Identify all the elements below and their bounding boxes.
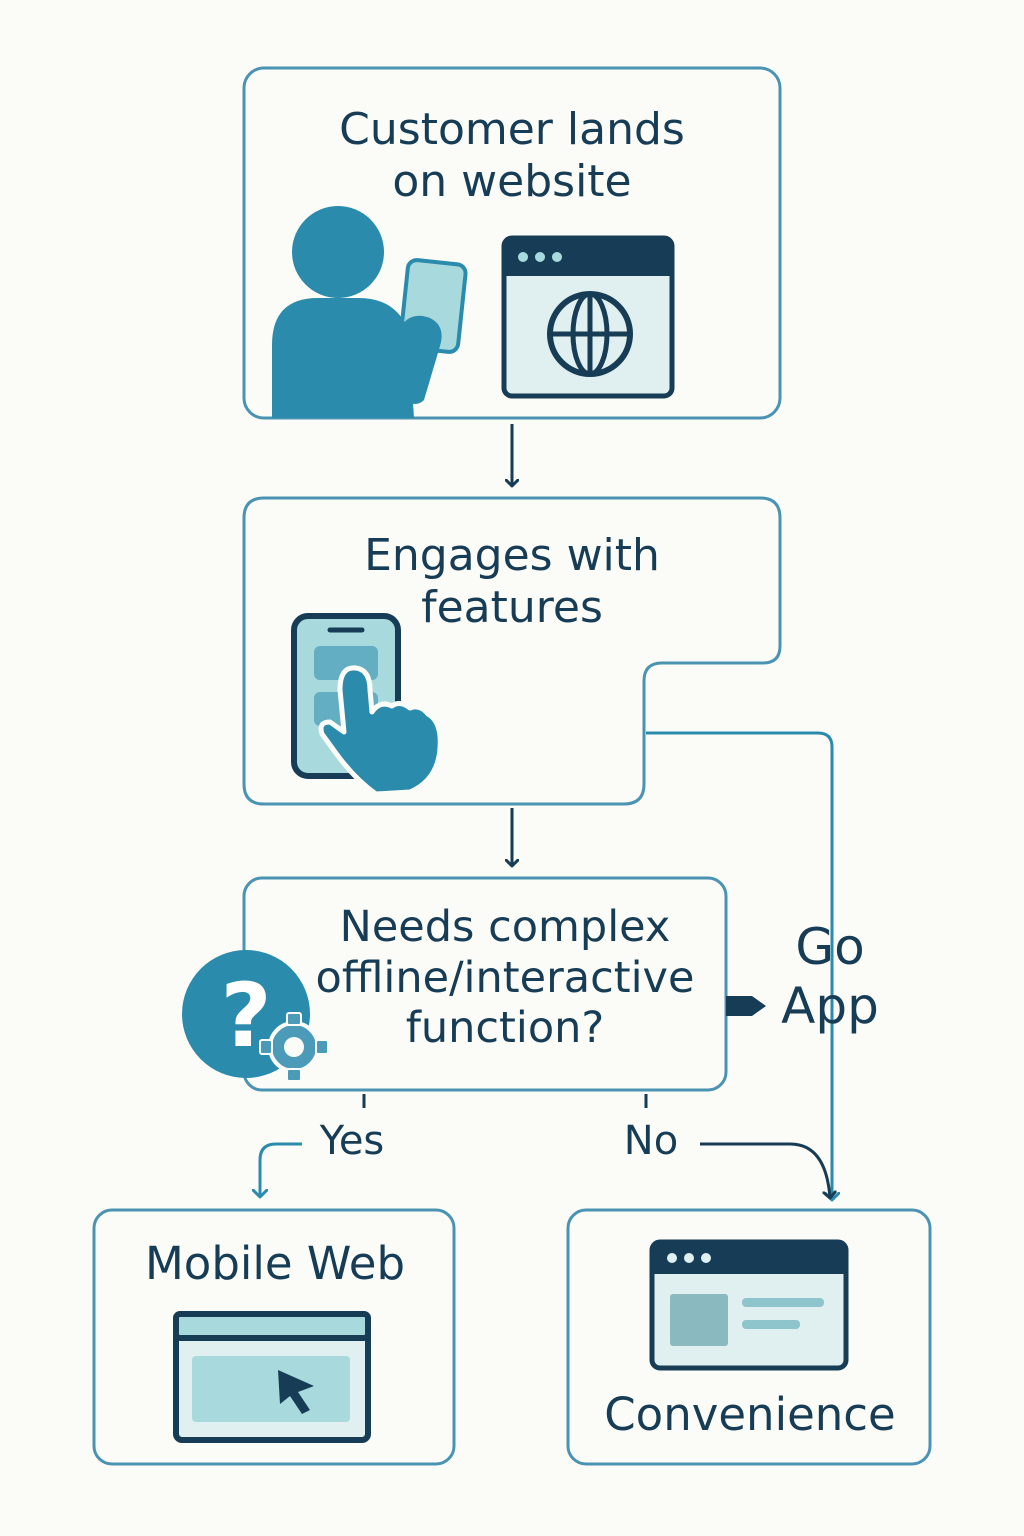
browser-cursor-icon	[173, 1311, 371, 1443]
gear-icon	[259, 1012, 329, 1082]
person-icon	[272, 206, 414, 418]
mobile-web-label: Mobile Web	[144, 1237, 406, 1290]
yes-arrow	[260, 1142, 302, 1197]
decision-pointer	[726, 996, 766, 1016]
yes-label: Yes	[319, 1118, 385, 1164]
convenience-label: Convenience	[604, 1388, 896, 1441]
app-window-icon	[649, 1239, 849, 1371]
browser-globe-icon	[501, 235, 675, 399]
go-app-connector	[646, 731, 832, 1200]
phone-icon	[398, 258, 468, 404]
no-label: No	[623, 1118, 679, 1164]
phone-tap-icon	[291, 613, 443, 797]
no-arrow	[700, 1142, 830, 1198]
